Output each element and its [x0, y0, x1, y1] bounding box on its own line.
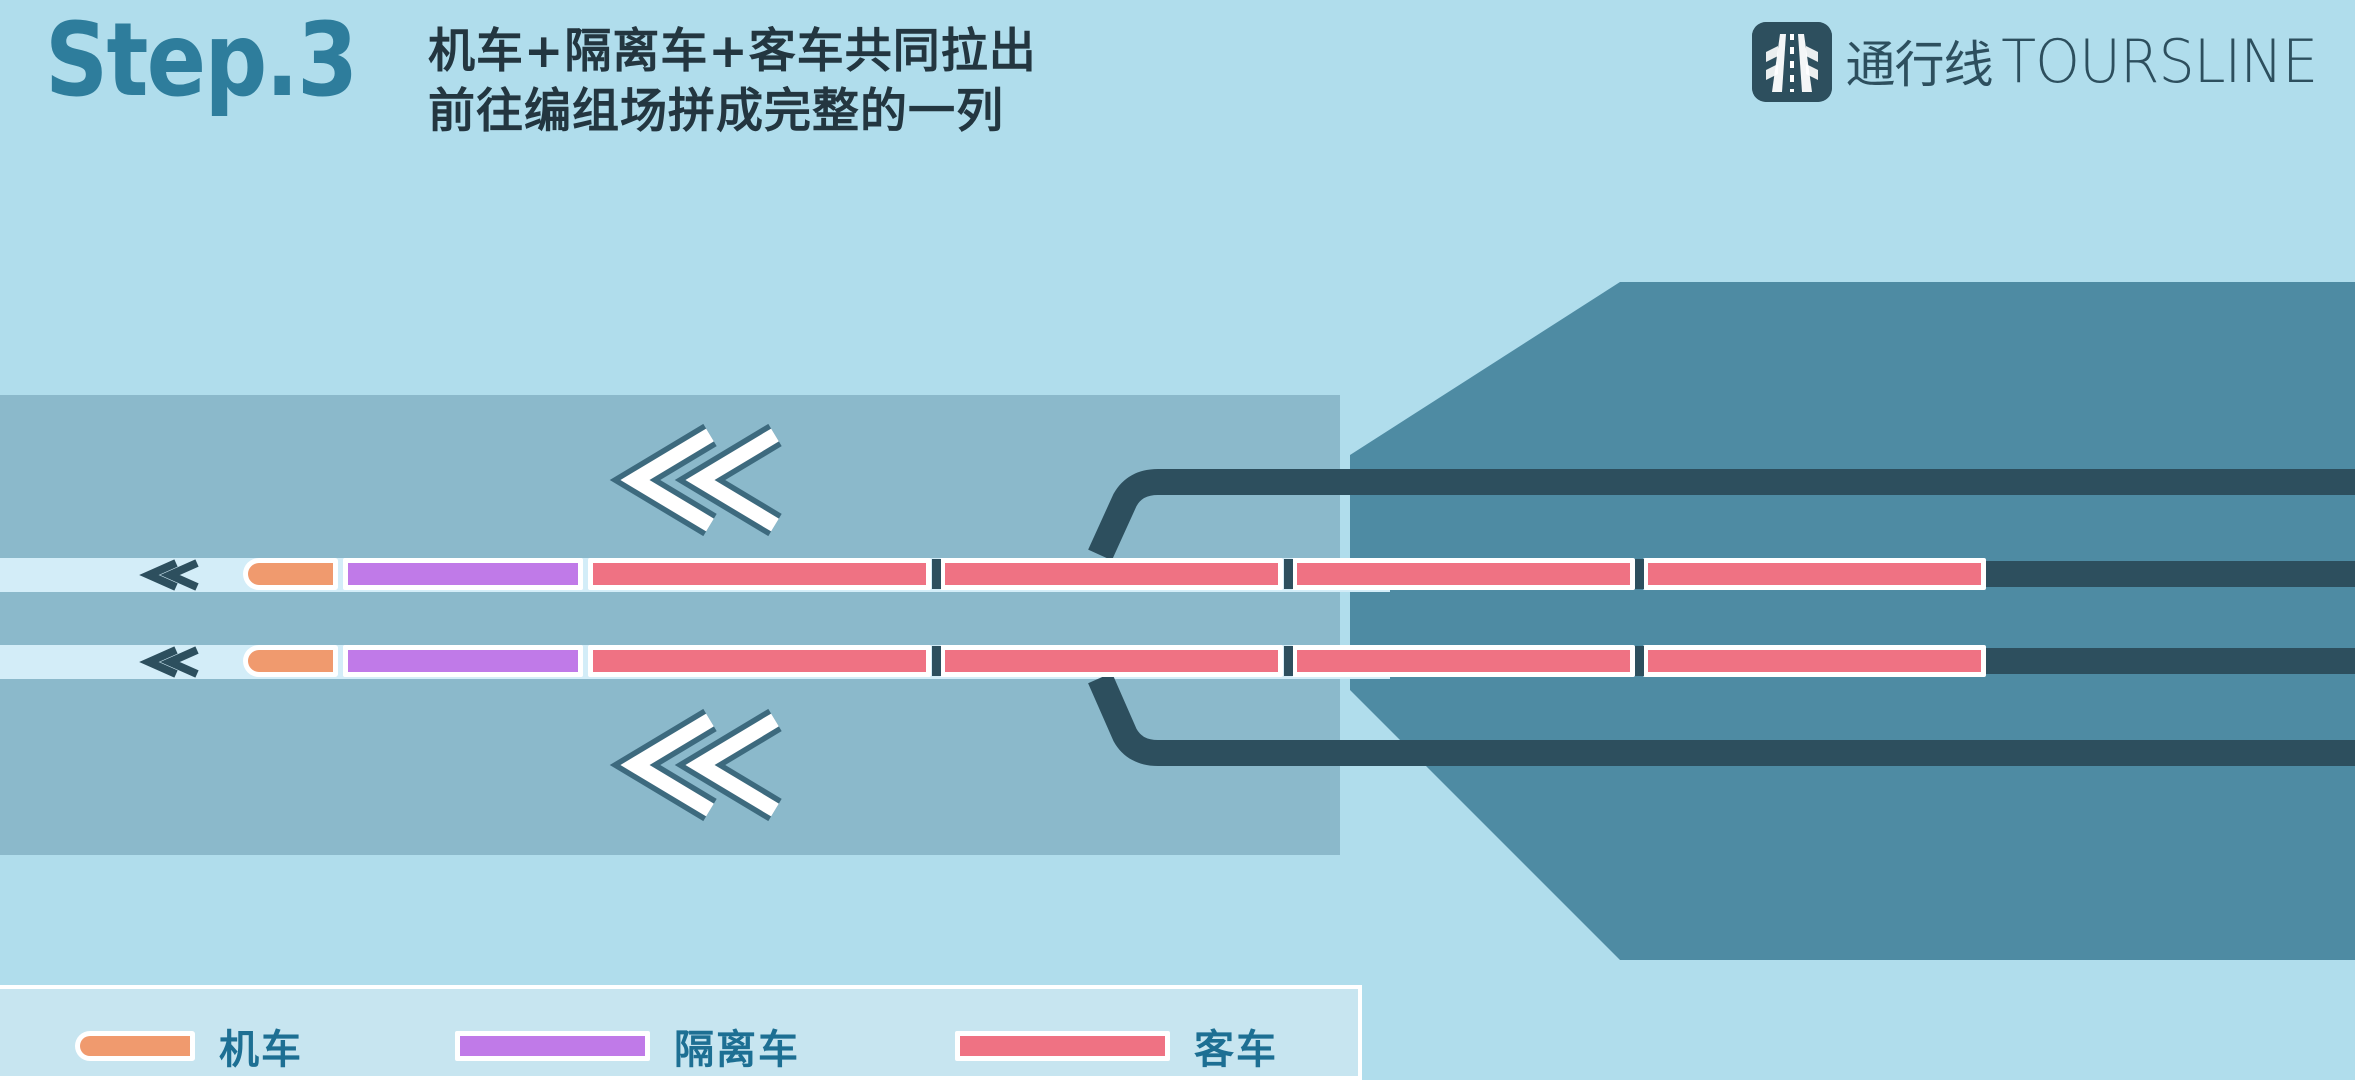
car-coupler	[1284, 646, 1293, 676]
legend-label: 机车	[219, 1027, 303, 1073]
brand-name-cn: 通行线	[1845, 36, 1994, 94]
passenger-car-swatch-icon	[955, 1031, 1170, 1061]
train-car-passenger_car	[940, 558, 1283, 590]
direction-chevron-lower	[609, 708, 782, 822]
headline-text: 机车+隔离车+客车共同拉出 前往编组场拼成完整的一列	[428, 24, 1037, 140]
train-car-passenger_car	[940, 645, 1283, 677]
railway-track-logo-icon	[1751, 22, 1832, 102]
train-car-locomotive	[243, 558, 338, 590]
brand-logo: 通行线 TOURSLINE	[1751, 22, 2325, 102]
brand-name-en: TOURSLINE	[2000, 27, 2318, 97]
train-car-passenger_car	[1643, 645, 1986, 677]
legend-label: 隔离车	[674, 1027, 800, 1073]
legend-items: 机车 隔离车 客车	[0, 989, 1358, 1076]
car-coupler	[1635, 559, 1644, 589]
page-title: Step.3	[45, 1, 358, 120]
brand-wordmark: 通行线 TOURSLINE	[1846, 32, 2325, 92]
car-coupler	[932, 646, 941, 676]
marshalling-yard-area	[1350, 282, 2355, 960]
train-car-isolation_car	[343, 558, 583, 590]
car-coupler	[932, 559, 941, 589]
track-chevron-lower	[139, 646, 199, 678]
direction-chevron-upper	[609, 423, 782, 537]
legend-item: 客车	[955, 1017, 1278, 1075]
train-car-isolation_car	[343, 645, 583, 677]
train-car-locomotive	[243, 645, 338, 677]
isolation-car-swatch-icon	[455, 1031, 650, 1061]
train-car-passenger_car	[1292, 645, 1635, 677]
rail-straight-lower	[1985, 648, 2355, 674]
track-chevron-upper	[139, 559, 199, 591]
car-coupler	[1635, 646, 1644, 676]
legend-panel: 机车 隔离车 客车	[0, 985, 1362, 1080]
rail-straight-upper	[1985, 561, 2355, 587]
train-car-passenger_car	[1643, 558, 1986, 590]
diverging-track-upper	[1088, 469, 2355, 561]
legend-item: 机车	[75, 1017, 303, 1075]
train-car-passenger_car	[588, 558, 931, 590]
legend-item: 隔离车	[455, 1017, 800, 1075]
diverging-track-lower	[1088, 672, 2355, 766]
legend-label: 客车	[1194, 1027, 1278, 1073]
locomotive-swatch-icon	[75, 1031, 195, 1061]
train-car-passenger_car	[1292, 558, 1635, 590]
train-car-passenger_car	[588, 645, 931, 677]
car-coupler	[1284, 559, 1293, 589]
